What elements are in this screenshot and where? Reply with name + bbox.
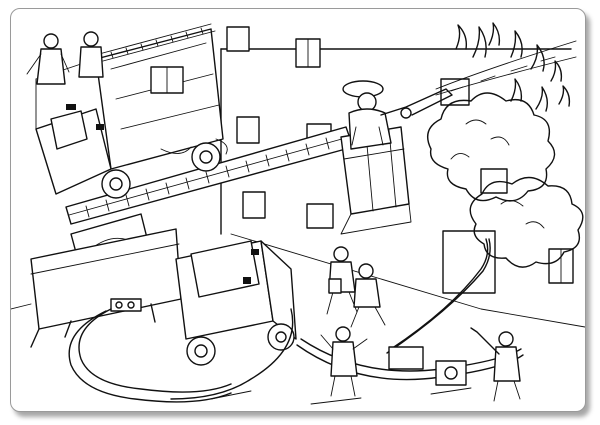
emergency-light	[96, 124, 104, 130]
fire-engine	[35, 23, 228, 199]
emergency-light	[66, 104, 76, 110]
window	[236, 116, 260, 144]
water-stream	[435, 40, 577, 96]
hydrant-valve	[388, 346, 467, 386]
firefighter-with-hose	[342, 80, 453, 150]
window	[226, 26, 250, 52]
window	[306, 203, 334, 229]
fire-rescue-scene	[11, 22, 585, 405]
firefighters-running	[326, 246, 386, 328]
ground-lines	[11, 303, 472, 405]
window	[242, 191, 266, 219]
emergency-light	[251, 249, 259, 255]
firefighter-at-hydrant	[320, 326, 368, 397]
firefighters-on-truck	[26, 31, 104, 85]
ladder-truck	[30, 228, 297, 366]
smoke-cloud	[427, 92, 584, 268]
flames	[455, 22, 571, 112]
emergency-light	[243, 277, 251, 284]
picture-frame	[10, 8, 586, 412]
firefighter-with-nozzle	[470, 327, 521, 402]
